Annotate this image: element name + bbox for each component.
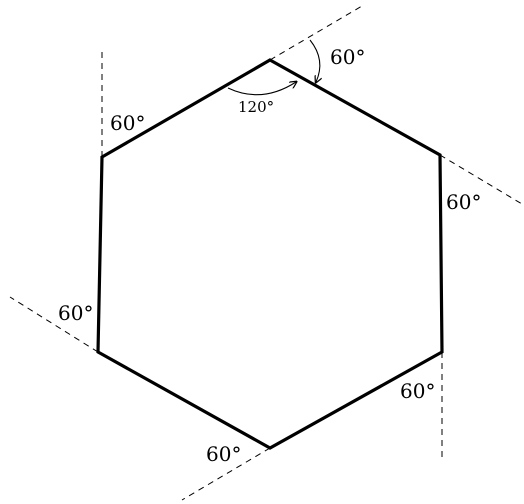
- interior-angle-label-top: 120°: [238, 98, 274, 116]
- interior-angle-arc-top: [227, 82, 296, 96]
- extension-line-top: [269, 5, 363, 61]
- exterior-angle-label-lower-left: 60°: [58, 301, 93, 325]
- extension-line-upper-right: [439, 154, 523, 205]
- exterior-angle-arc-top: [309, 39, 320, 82]
- exterior-angle-label-lower-right: 60°: [400, 379, 435, 403]
- exterior-angle-label-upper-left: 60°: [110, 111, 145, 135]
- exterior-angle-label-upper-right: 60°: [446, 190, 481, 214]
- hexagon: [96, 58, 444, 450]
- exterior-angle-label-bottom: 60°: [206, 442, 241, 466]
- exterior-angle-label-top: 60°: [330, 45, 365, 69]
